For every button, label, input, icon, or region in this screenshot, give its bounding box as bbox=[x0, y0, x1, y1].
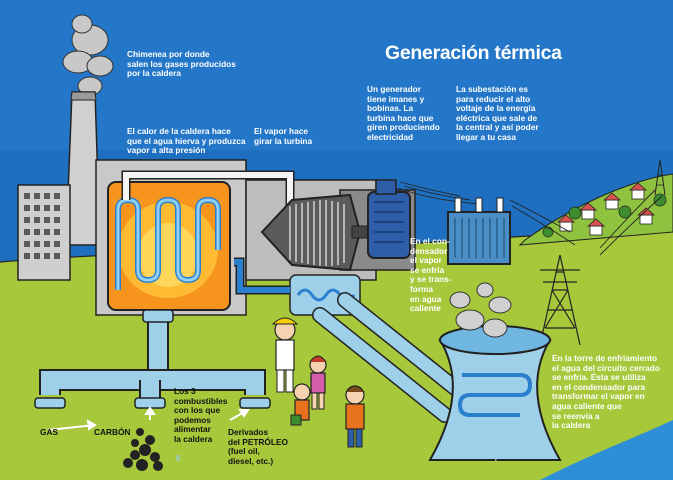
cooling-pipes bbox=[312, 292, 478, 423]
condenser-label: En el con- densador el vapor se enfría y… bbox=[410, 236, 452, 314]
coal-label: CARBÓN bbox=[94, 427, 131, 437]
turbine-label: El vapor hace girar la turbina bbox=[254, 126, 313, 146]
transmission-tower bbox=[539, 254, 581, 346]
oil-label: Derivados del PETRÓLEO (fuel oil, diesel… bbox=[228, 427, 288, 466]
town-hill bbox=[518, 159, 673, 246]
power-lines bbox=[397, 181, 663, 256]
generator bbox=[367, 179, 411, 259]
office-building bbox=[17, 184, 71, 281]
cooling-tower-label: En la torre de enfriamiento el agua del … bbox=[552, 353, 660, 431]
chimney-smoke bbox=[62, 14, 114, 96]
page-title: Generación térmica bbox=[385, 42, 562, 64]
page-number-left: 6 bbox=[176, 454, 181, 463]
gas-label: GAS bbox=[40, 427, 58, 437]
boiler bbox=[107, 181, 231, 311]
cooling-tower bbox=[428, 325, 562, 461]
coal-pile bbox=[123, 428, 163, 471]
chimney-label: Chimenea por donde salen los gases produ… bbox=[127, 49, 236, 79]
boiler-label: El calor de la caldera hace que el agua … bbox=[127, 126, 246, 156]
substation-label: La subestación es para reducir el alto v… bbox=[456, 84, 539, 142]
children-figures bbox=[271, 317, 365, 448]
generator-label: Un generador tiene imanes y bobinas. La … bbox=[367, 84, 440, 142]
fuels-label: Los 3 combustibles con los que podemos a… bbox=[174, 386, 228, 444]
substation bbox=[447, 197, 511, 265]
page-number-right: 7 bbox=[494, 454, 499, 463]
chimney bbox=[65, 91, 101, 246]
pointer-arrows bbox=[47, 406, 250, 431]
river bbox=[540, 420, 673, 480]
cooling-steam bbox=[449, 282, 512, 338]
fuel-pipes bbox=[34, 309, 271, 409]
